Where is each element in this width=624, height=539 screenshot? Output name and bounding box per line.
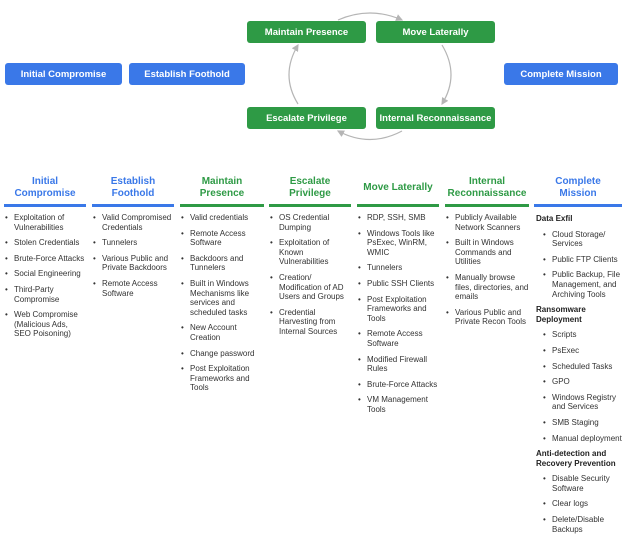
list-item: Post Exploitation Frameworks and Tools: [180, 364, 264, 393]
list-item: Disable Security Software: [542, 474, 622, 493]
arrow-escalate-to-maintain: [288, 43, 299, 105]
arrow-recon-to-escalate: [336, 130, 403, 140]
list-item: Remote Access Software: [357, 329, 439, 348]
list-item: Brute-Force Attacks: [357, 380, 439, 390]
arrow-lateral-to-recon: [441, 44, 452, 106]
stage-maintain-presence: Maintain Presence: [247, 21, 366, 43]
column-divider: [92, 204, 174, 207]
list-item: Social Engineering: [4, 269, 86, 279]
list-item: Post Exploitation Frameworks and Tools: [357, 295, 439, 324]
column-title: Escalate Privilege: [289, 176, 331, 199]
list-item: Various Public and Private Recon Tools: [445, 308, 529, 327]
list-item: Built in Windows Mechanisms like service…: [180, 279, 264, 317]
list-item: Scripts: [542, 330, 622, 340]
column-move-laterally: Move Laterally RDP, SSH, SMB Windows Too…: [357, 172, 439, 421]
list-item: Brute-Force Attacks: [4, 254, 86, 264]
list-item: Public Backup, File Management, and Arch…: [542, 270, 622, 299]
list-item: Third-Party Compromise: [4, 285, 86, 304]
column-list: RDP, SSH, SMB Windows Tools like PsExec,…: [357, 213, 439, 415]
list-item: Cloud Storage/ Services: [542, 230, 622, 249]
list-item: Tunnelers: [92, 238, 174, 248]
arrow-maintain-to-lateral: [337, 12, 404, 21]
list-item: New Account Creation: [180, 323, 264, 342]
column-initial-compromise: Initial Compromise Exploitation of Vulne…: [4, 172, 86, 345]
column-divider: [4, 204, 86, 207]
list-item: Tunnelers: [357, 263, 439, 273]
column-maintain-presence: Maintain Presence Valid credentials Remo…: [180, 172, 264, 399]
list-item: VM Management Tools: [357, 395, 439, 414]
group-list-ransomware: Scripts PsExec Scheduled Tasks GPO Windo…: [534, 330, 622, 443]
column-title: Establish Foothold: [110, 176, 156, 199]
stage-label: Initial Compromise: [20, 68, 107, 80]
column-title: Internal Reconnaissance: [447, 176, 527, 199]
list-item: Valid credentials: [180, 213, 264, 223]
stage-label: Internal Reconnaissance: [379, 112, 492, 124]
list-item: Public SSH Clients: [357, 279, 439, 289]
stage-label: Maintain Presence: [264, 26, 349, 38]
stage-escalate-privilege: Escalate Privilege: [247, 107, 366, 129]
list-item: Public FTP Clients: [542, 255, 622, 265]
list-item: Backdoors and Tunnelers: [180, 254, 264, 273]
list-item: Remote Access Software: [92, 279, 174, 298]
list-item: Exploitation of Vulnerabilities: [4, 213, 86, 232]
column-list: Publicly Available Network Scanners Buil…: [445, 213, 529, 327]
list-item: Remote Access Software: [180, 229, 264, 248]
list-item: Manually browse files, directories, and …: [445, 273, 529, 302]
list-item: PsExec: [542, 346, 622, 356]
column-complete-mission: Complete Mission Data Exfil Cloud Storag…: [534, 172, 622, 539]
group-list-anti-detection: Disable Security Software Clear logs Del…: [534, 474, 622, 534]
stage-label: Establish Foothold: [144, 68, 230, 80]
list-item: Valid Compromised Credentials: [92, 213, 174, 232]
stage-label: Move Laterally: [402, 26, 469, 38]
stage-move-laterally: Move Laterally: [376, 21, 495, 43]
stage-initial-compromise: Initial Compromise: [5, 63, 122, 85]
column-internal-reconnaissance: Internal Reconnaissance Publicly Availab…: [445, 172, 529, 333]
list-item: Change password: [180, 349, 264, 359]
group-title-ransomware: Ransomware Deployment: [536, 305, 586, 324]
group-list-data-exfil: Cloud Storage/ Services Public FTP Clien…: [534, 230, 622, 300]
list-item: OS Credential Dumping: [269, 213, 351, 232]
column-list: Valid Compromised Credentials Tunnelers …: [92, 213, 174, 298]
stage-label: Escalate Privilege: [266, 112, 347, 124]
list-item: RDP, SSH, SMB: [357, 213, 439, 223]
list-item: Publicly Available Network Scanners: [445, 213, 529, 232]
list-item: Scheduled Tasks: [542, 362, 622, 372]
list-item: SMB Staging: [542, 418, 622, 428]
list-item: Modified Firewall Rules: [357, 355, 439, 374]
column-escalate-privilege: Escalate Privilege OS Credential Dumping…: [269, 172, 351, 343]
column-list: OS Credential Dumping Exploitation of Kn…: [269, 213, 351, 337]
list-item: Clear logs: [542, 499, 622, 509]
column-title: Maintain Presence: [199, 176, 245, 199]
group-title-anti-detection: Anti-detection and Recovery Prevention: [536, 449, 616, 468]
column-divider: [445, 204, 529, 207]
list-item: Windows Registry and Services: [542, 393, 622, 412]
stage-internal-reconnaissance: Internal Reconnaissance: [376, 107, 495, 129]
column-title: Complete Mission: [555, 176, 601, 199]
column-list: Exploitation of Vulnerabilities Stolen C…: [4, 213, 86, 339]
list-item: Creation/ Modification of AD Users and G…: [269, 273, 351, 302]
column-title: Initial Compromise: [14, 176, 76, 199]
column-divider: [180, 204, 264, 207]
column-list: Valid credentials Remote Access Software…: [180, 213, 264, 393]
list-item: GPO: [542, 377, 622, 387]
column-divider: [269, 204, 351, 207]
column-divider: [357, 204, 439, 207]
list-item: Web Compromise (Malicious Ads, SEO Poiso…: [4, 310, 86, 339]
list-item: Manual deployment: [542, 434, 622, 444]
column-establish-foothold: Establish Foothold Valid Compromised Cre…: [92, 172, 174, 304]
column-title: Move Laterally: [363, 182, 433, 193]
stage-complete-mission: Complete Mission: [504, 63, 618, 85]
list-item: Credential Harvesting from Internal Sour…: [269, 308, 351, 337]
stage-label: Complete Mission: [520, 68, 602, 80]
column-divider: [534, 204, 622, 207]
group-title-data-exfil: Data Exfil: [536, 214, 573, 223]
list-item: Various Public and Private Backdoors: [92, 254, 174, 273]
list-item: Stolen Credentials: [4, 238, 86, 248]
list-item: Built in Windows Commands and Utilities: [445, 238, 529, 267]
list-item: Windows Tools like PsExec, WinRM, WMIC: [357, 229, 439, 258]
list-item: Delete/Disable Backups: [542, 515, 622, 534]
list-item: Exploitation of Known Vulnerabilities: [269, 238, 351, 267]
stage-establish-foothold: Establish Foothold: [129, 63, 245, 85]
